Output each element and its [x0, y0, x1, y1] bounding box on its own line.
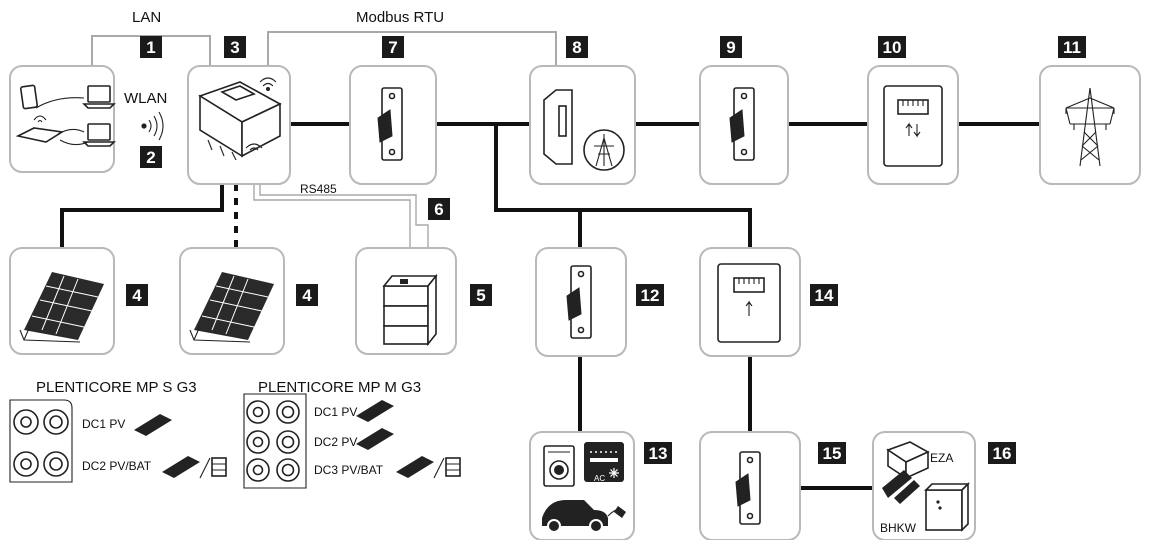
- svg-text:11: 11: [1063, 38, 1081, 57]
- svg-text:13: 13: [649, 444, 668, 463]
- wire-dc-pv1: [60, 184, 224, 248]
- svg-text:15: 15: [823, 444, 842, 463]
- rs485-label: RS485: [300, 182, 337, 196]
- household-consumers-icon: [542, 442, 626, 533]
- mini-solar-icon: [134, 414, 172, 436]
- s-dc1-label: DC1 PV: [82, 417, 125, 431]
- badge-3: 3: [224, 36, 246, 58]
- wlan-label: WLAN: [124, 90, 167, 107]
- circuit-breaker-icon: [377, 87, 403, 161]
- inverter-icon: [198, 77, 282, 161]
- mini-solar-icon: [396, 456, 434, 478]
- lan-label: LAN: [132, 9, 161, 26]
- svg-text:12: 12: [641, 286, 660, 305]
- rs485-line-b: [259, 184, 429, 248]
- badge-13: 13: [644, 442, 672, 464]
- mini-solar-icon: [356, 428, 394, 450]
- badge-1: 1: [140, 36, 162, 58]
- m-dc3-label: DC3 PV/BAT: [314, 463, 384, 477]
- svg-text:5: 5: [476, 286, 485, 305]
- badge-7: 7: [382, 36, 404, 58]
- badge-15: 15: [818, 442, 846, 464]
- s-dc2-label: DC2 PV/BAT: [82, 459, 152, 473]
- circuit-breaker-icon: [729, 87, 755, 161]
- slash-divider: [433, 457, 445, 479]
- grid-meter-icon: [883, 85, 943, 167]
- badge-6: 6: [428, 198, 450, 220]
- energy-meter-icon: [543, 89, 625, 171]
- power-lines: [60, 122, 1040, 490]
- communication-lines: [91, 31, 557, 248]
- network-devices-icon: [15, 84, 116, 147]
- modbus-label: Modbus RTU: [356, 9, 444, 26]
- connector-panel-s: [9, 399, 73, 483]
- badge-4a: 4: [126, 284, 148, 306]
- badge-9: 9: [720, 36, 742, 58]
- model-s-title: PLENTICORE MP S G3: [36, 379, 197, 396]
- solar-panel-icon: [19, 272, 104, 343]
- m-dc1-label: DC1 PV: [314, 405, 357, 419]
- slash-divider: [199, 457, 211, 479]
- circuit-breaker-icon: [735, 451, 761, 525]
- generator-icon: [882, 441, 970, 532]
- wlan-signal-icon: [141, 111, 164, 141]
- svg-text:10: 10: [883, 38, 902, 57]
- svg-text:9: 9: [726, 38, 735, 57]
- m-dc2-label: DC2 PV: [314, 435, 357, 449]
- connector-panel-m: [243, 393, 307, 489]
- svg-text:4: 4: [302, 286, 312, 305]
- wire-branch-14: [494, 124, 752, 248]
- badge-11: 11: [1058, 36, 1086, 58]
- badge-14: 14: [810, 284, 838, 306]
- badge-10: 10: [878, 36, 906, 58]
- svg-text:14: 14: [815, 286, 834, 305]
- mini-battery-icon: [445, 457, 461, 477]
- svg-text:2: 2: [146, 148, 155, 167]
- svg-text:3: 3: [230, 38, 239, 57]
- svg-text:1: 1: [146, 38, 155, 57]
- badge-8: 8: [566, 36, 588, 58]
- model-m-title: PLENTICORE MP M G3: [258, 379, 421, 396]
- power-pylon-icon: [1065, 87, 1115, 167]
- badge-16: 16: [988, 442, 1016, 464]
- box-grid-pylon: [1039, 65, 1141, 185]
- bhkw-label: BHKW: [880, 521, 917, 535]
- svg-text:8: 8: [572, 38, 581, 57]
- solar-panel-icon: [189, 272, 274, 343]
- badge-5: 5: [470, 284, 492, 306]
- modbus-line: [267, 31, 557, 66]
- svg-text:4: 4: [132, 286, 142, 305]
- badge-12: 12: [636, 284, 664, 306]
- mini-solar-icon: [356, 400, 394, 422]
- rs485-line-a: [253, 184, 411, 248]
- svg-text:6: 6: [434, 200, 443, 219]
- mini-solar-icon: [162, 456, 200, 478]
- ac-label: AC: [594, 474, 605, 483]
- circuit-breaker-icon: [566, 265, 592, 339]
- box-network: [9, 65, 115, 173]
- svg-text:7: 7: [388, 38, 397, 57]
- svg-text:16: 16: [993, 444, 1012, 463]
- battery-storage-icon: [382, 273, 438, 347]
- eza-label: EZA: [930, 451, 953, 465]
- grid-meter-icon: [717, 263, 781, 343]
- badge-4b: 4: [296, 284, 318, 306]
- badge-2: 2: [140, 146, 162, 168]
- mini-battery-icon: [211, 457, 227, 477]
